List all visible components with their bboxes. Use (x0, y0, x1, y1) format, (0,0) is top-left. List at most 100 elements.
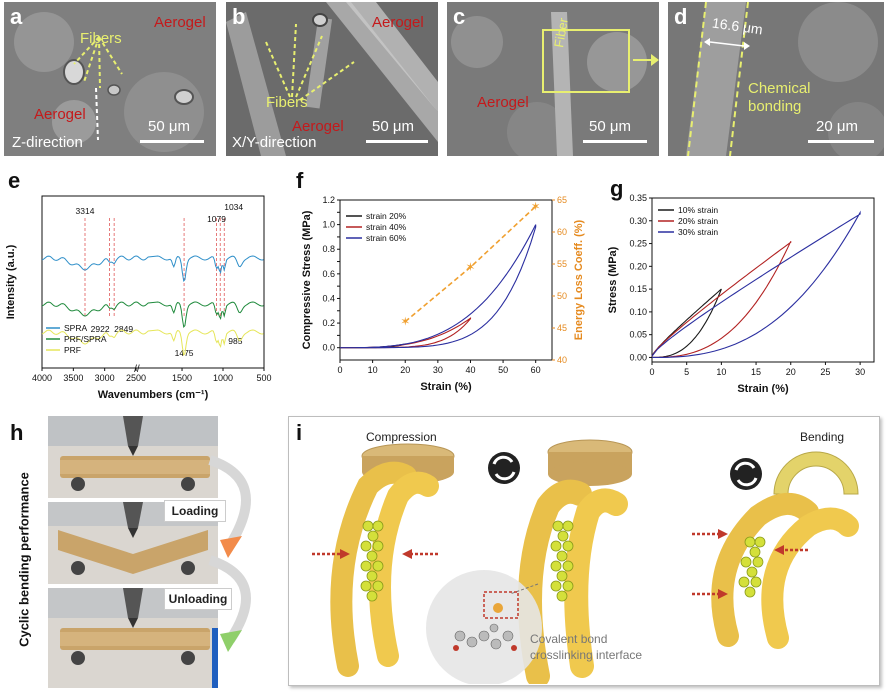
chart-g-xtick-label: 0 (649, 367, 654, 377)
chart-g-legend-label: 20% strain (678, 216, 718, 226)
scale-bar-c (583, 140, 647, 143)
photo-h-1-img (48, 416, 218, 498)
scale-label-b: 50 μm (372, 118, 414, 135)
chart-e-xtick-label: 500 (256, 373, 271, 383)
label-aerogel-c: Aerogel (477, 94, 529, 111)
chart-e-xtick-label: 1500 (172, 373, 192, 383)
cycle-arrows-h (208, 455, 251, 652)
chart-g-ytick-label: 0.15 (629, 284, 647, 294)
schematic-i-svg (312, 439, 859, 684)
panel-letter-d: d (674, 4, 688, 29)
chart-e-legend-label: PRF/SPRA (64, 334, 107, 344)
label-bonding: bonding (748, 98, 802, 115)
sem-texture-a (4, 2, 216, 156)
chart-f-ytick-label: 1.2 (322, 195, 335, 205)
chart-f-ytick-label: 1.0 (322, 220, 335, 230)
label-aerogel-top-b: Aerogel (372, 14, 424, 31)
chart-f-legend-label: strain 40% (366, 222, 407, 232)
panel-letter-f: f (296, 168, 304, 193)
chart-f-y2tick-label: 40 (557, 355, 567, 365)
chart-e-xtick-label: 3500 (63, 373, 83, 383)
chart-f-ytick-label: 0.0 (322, 343, 335, 353)
chart-e-peak-label: 1475 (175, 348, 194, 358)
fiber-group-compression (312, 443, 455, 677)
chart-g-xtick-label: 20 (786, 367, 796, 377)
chart-e-ylabel: Intensity (a.u.) (5, 244, 17, 319)
chart-g-legend-label: 30% strain (678, 227, 718, 237)
unloading-label: Unloading (164, 588, 232, 610)
chart-e-xlabel: Wavenumbers (cm⁻¹) (98, 389, 209, 401)
photo-h-3-img (48, 588, 218, 688)
chart-g-frame (651, 197, 875, 363)
photo-h-1 (48, 416, 218, 498)
panel-letter-i: i (296, 420, 303, 445)
chart-g-ytick-label: 0.05 (629, 330, 647, 340)
chart-g-ytick-label: 0.25 (629, 239, 647, 249)
panel-letter-a: a (10, 4, 23, 29)
label-fibers: Fibers (80, 30, 122, 47)
chart-g-xtick-label: 10 (716, 367, 726, 377)
label-aerogel-bottom-b: Aerogel (292, 118, 344, 135)
recycle-icon (488, 452, 520, 484)
chart-f-energy-point: ✶ (531, 199, 541, 213)
chart-e-peak-label: 985 (228, 336, 242, 346)
chart-e-peak-label: 2922 (91, 324, 110, 334)
chart-f-xtick-label: 40 (465, 365, 475, 375)
chart-g-ytick-label: 0.00 (629, 352, 647, 362)
panel-letter-c: c (453, 4, 466, 29)
sem-panel-b: b Aerogel Fibers Aerogel X/Y-direction 5… (226, 2, 438, 156)
chart-f-ytick-label: 0.8 (322, 244, 335, 254)
label-chemical: Chemical (748, 80, 811, 97)
chart-f-ylabel: Compressive Stress (MPa) (301, 210, 313, 349)
fiber-group-middle (426, 439, 633, 684)
chart-g-xtick-label: 5 (684, 367, 689, 377)
chart-g-xtick-label: 25 (820, 367, 830, 377)
label-bending: Bending (800, 430, 845, 444)
chart-f-legend-label: strain 20% (366, 211, 407, 221)
chart-f-loop-3 (340, 224, 537, 349)
scale-label-c: 50 μm (589, 118, 631, 135)
panel-letter-b: b (232, 4, 246, 29)
chart-f-legend-label: strain 60% (366, 233, 407, 243)
label-interface-1: Covalent bond (530, 632, 608, 646)
label-compression: Compression (366, 430, 437, 444)
chart-f-y2label: Energy Loss Coeff. (%) (573, 219, 585, 340)
chart-e-frame (41, 195, 265, 369)
chart-e-xtick-label: 4000 (32, 373, 52, 383)
chart-e-xtick-label: 3000 (95, 373, 115, 383)
chart-f-y2tick-label: 55 (557, 259, 567, 269)
panel-letter-e: e (8, 168, 21, 193)
chart-g-ytick-label: 0.35 (629, 193, 647, 203)
chart-e-legend-label: SPRA (64, 323, 87, 333)
chart-f-xtick-label: 60 (531, 365, 541, 375)
chart-e-legend-label: PRF (64, 345, 81, 355)
chart-g-loop-1 (651, 288, 722, 358)
photo-h-2-img (48, 502, 218, 584)
chart-g-ytick-label: 0.20 (629, 261, 647, 271)
chart-f-ytick-label: 0.2 (322, 318, 335, 328)
chart-g-xlabel: Strain (%) (737, 383, 789, 395)
chart-f-xtick-label: 20 (400, 365, 410, 375)
label-aerogel-top: Aerogel (154, 14, 206, 31)
sem-panel-a: a Fibers Aerogel Aerogel Z-direction 50 … (4, 2, 216, 156)
fiber-group-bending (692, 451, 859, 649)
recycle-icon-2 (730, 458, 762, 490)
label-z-direction: Z-direction (12, 134, 83, 151)
label-fibers-b: Fibers (266, 94, 308, 111)
chart-e-xtick-label: 1000 (213, 373, 233, 383)
side-label-h: Cyclic bending performance (16, 472, 32, 647)
chart-g-legend-label: 10% strain (678, 205, 718, 215)
label-aerogel-bottom: Aerogel (34, 106, 86, 123)
loading-label: Loading (164, 500, 226, 522)
chart-g-ytick-label: 0.30 (629, 216, 647, 226)
chart-f-ytick-label: 0.4 (322, 293, 335, 303)
chart-f-xtick-label: 50 (498, 365, 508, 375)
chart-f-y2tick-label: 65 (557, 195, 567, 205)
chart-g-xtick-label: 15 (751, 367, 761, 377)
sem-texture-b (226, 2, 438, 156)
chart-e-series-1 (41, 255, 264, 282)
